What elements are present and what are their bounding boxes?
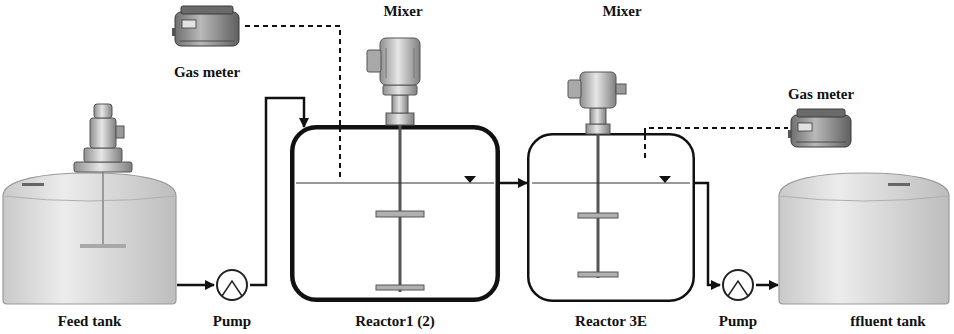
feed-tank-outline bbox=[2, 172, 177, 305]
reactor-mixer bbox=[597, 128, 600, 278]
reactor-mixer bbox=[578, 213, 618, 218]
reactor-mixer bbox=[399, 120, 402, 292]
reactor-mixer bbox=[644, 135, 646, 162]
reactor-mixer bbox=[376, 211, 424, 217]
pipe bbox=[695, 183, 720, 285]
reactor-vessel-outline bbox=[528, 134, 694, 301]
reactor-mixer bbox=[376, 285, 424, 290]
feed-mixer bbox=[74, 104, 132, 248]
feed-tank: Feed tank bbox=[2, 172, 177, 305]
feed-tank-outline bbox=[3, 173, 176, 304]
feed-mixer bbox=[94, 104, 112, 118]
unit-label: ffluent tank bbox=[850, 313, 925, 330]
reactor-vessel-outline bbox=[292, 127, 498, 300]
gas-meter-outline bbox=[182, 20, 196, 28]
unit-label: Gas meter bbox=[174, 64, 240, 81]
gas-meter: Gas meter bbox=[788, 108, 854, 148]
pump-symbol-outline bbox=[214, 268, 250, 302]
pump-symbol-outline bbox=[728, 281, 748, 296]
unit-label: Feed tank bbox=[58, 313, 122, 330]
reactor-vessel-outline bbox=[290, 125, 500, 302]
reactor-mixer bbox=[296, 38, 494, 292]
gas-meter: Gas meter bbox=[172, 5, 242, 47]
pipe bbox=[756, 284, 778, 287]
unit-label: Gas meter bbox=[788, 86, 854, 103]
reactor-mixer bbox=[392, 95, 408, 113]
gas-meter-outline bbox=[791, 115, 851, 147]
reactor-mixer bbox=[414, 48, 415, 78]
part-label: Mixer bbox=[602, 3, 641, 20]
unit-label: Pump bbox=[719, 313, 757, 330]
effluent-tank-outline bbox=[888, 183, 910, 186]
reactor-mixer bbox=[580, 72, 616, 108]
effluent-tank-outline bbox=[779, 196, 949, 201]
feed-tank-outline bbox=[22, 183, 44, 186]
reactor-vessel: Reactor1 (2) bbox=[290, 125, 500, 302]
effluent-tank-outline bbox=[779, 173, 949, 304]
effluent-tank: ffluent tank bbox=[778, 172, 950, 305]
gas-meter-outline bbox=[175, 12, 239, 46]
feed-tank-outline bbox=[3, 196, 176, 201]
reactor-vessel: Reactor 3E bbox=[527, 133, 695, 302]
unit-label: Pump bbox=[213, 313, 251, 330]
pump-symbol: Pump bbox=[214, 268, 250, 302]
pump-symbol: Pump bbox=[720, 268, 756, 302]
pipe bbox=[500, 182, 527, 185]
reactor-mixer bbox=[578, 272, 618, 277]
reactor-mixer bbox=[386, 113, 414, 125]
reactor-mixer bbox=[296, 183, 494, 184]
reactor-mixer bbox=[386, 48, 387, 78]
pump-symbol-outline bbox=[723, 270, 753, 300]
gas-line bbox=[645, 128, 788, 133]
pump-symbol-outline bbox=[217, 270, 247, 300]
pipe bbox=[177, 284, 214, 287]
reactor-mixer bbox=[367, 50, 381, 72]
gas-meter-outline bbox=[172, 5, 242, 47]
reactor-mixer bbox=[590, 108, 606, 124]
reactor-mixer bbox=[339, 127, 341, 180]
gas-meter-outline bbox=[172, 28, 176, 36]
reactor-mixer bbox=[532, 183, 690, 184]
gas-meter-outline bbox=[798, 123, 812, 131]
reactor-mixer bbox=[383, 85, 417, 95]
feed-mixer bbox=[84, 148, 122, 162]
pump-symbol-outline bbox=[720, 268, 756, 302]
unit-label: Reactor1 (2) bbox=[355, 313, 435, 330]
reactor-mixer bbox=[659, 176, 671, 183]
unit-label: Reactor 3E bbox=[575, 313, 647, 330]
gas-meter-outline bbox=[796, 142, 846, 143]
gas-meter-outline bbox=[788, 108, 854, 148]
feed-mixer bbox=[90, 118, 116, 148]
gas-line bbox=[242, 26, 340, 125]
pump-symbol-outline bbox=[222, 281, 242, 296]
feed-mixer bbox=[116, 126, 124, 138]
reactor-mixer bbox=[568, 80, 581, 98]
feed-mixer bbox=[74, 162, 132, 172]
reactor-mixer bbox=[464, 176, 476, 183]
gas-meter-outline bbox=[181, 6, 233, 14]
feed-mixer bbox=[102, 172, 104, 246]
part-label: Mixer bbox=[383, 3, 422, 20]
gas-meter-outline bbox=[797, 109, 845, 117]
reactor-mixer bbox=[380, 38, 420, 85]
feed-mixer bbox=[80, 244, 126, 248]
reactor-mixer bbox=[532, 72, 690, 278]
gas-meter-outline bbox=[788, 130, 792, 138]
reactor-mixer bbox=[616, 84, 626, 94]
reactor-mixer bbox=[586, 124, 610, 134]
gas-meter-outline bbox=[180, 41, 234, 42]
effluent-tank-outline bbox=[778, 172, 950, 305]
reactor-vessel-outline bbox=[527, 133, 695, 302]
